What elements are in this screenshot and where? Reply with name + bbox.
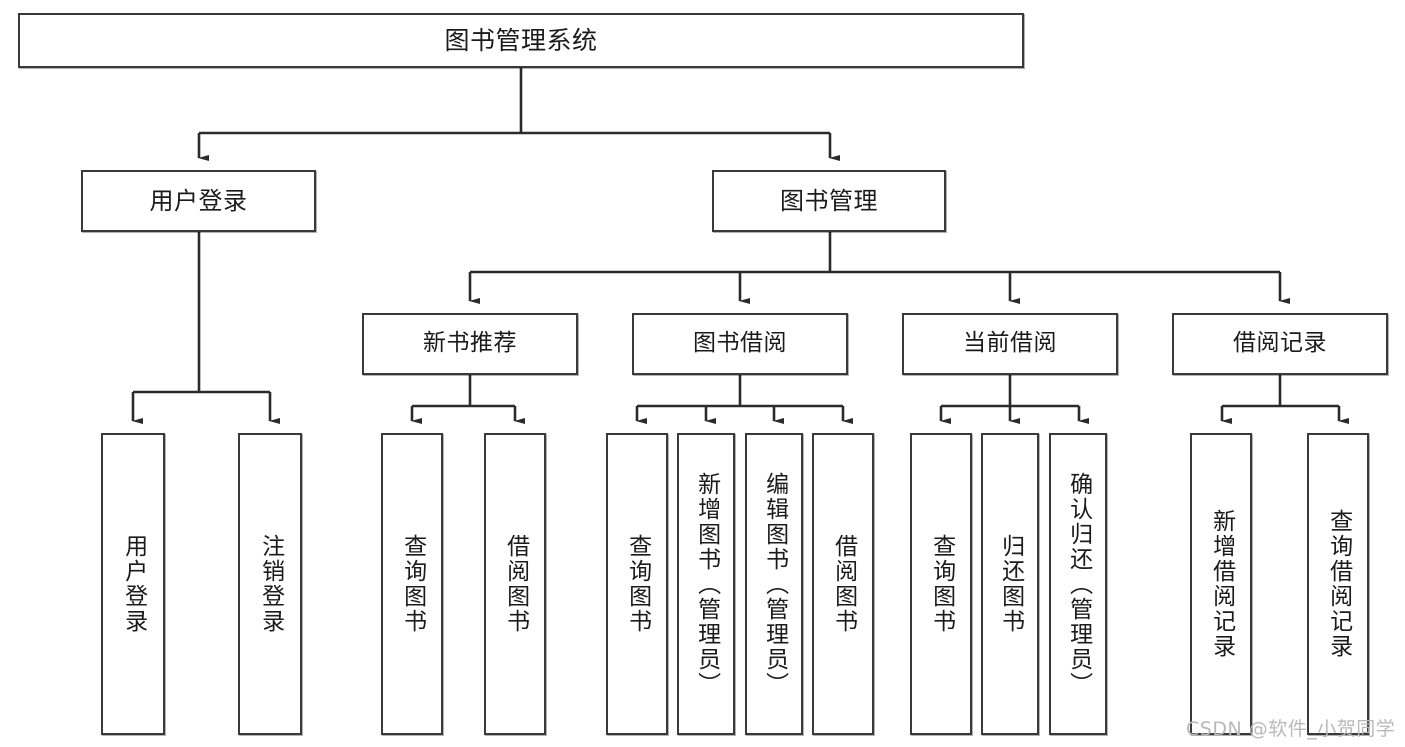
leaf-edit-book-admin[interactable]: 编辑图书（管理员） [745, 433, 803, 735]
node-label: 编辑图书（管理员） [761, 471, 788, 697]
node-label: 借阅图书 [830, 534, 857, 634]
leaf-add-borrow-record[interactable]: 新增借阅记录 [1190, 433, 1252, 735]
node-new-book-recommend[interactable]: 新书推荐 [362, 313, 578, 375]
leaf-add-book-admin[interactable]: 新增图书（管理员） [677, 433, 735, 735]
leaf-user-login[interactable]: 用户登录 [101, 433, 165, 735]
node-label: 当前借阅 [963, 330, 1057, 357]
node-label: 确认归还（管理员） [1065, 471, 1092, 697]
leaf-confirm-return-admin[interactable]: 确认归还（管理员） [1049, 433, 1107, 735]
node-label: 图书管理 [780, 186, 878, 215]
node-label: 新增借阅记录 [1208, 509, 1235, 659]
node-book-borrow[interactable]: 图书借阅 [632, 313, 848, 375]
node-label: 图书管理系统 [444, 25, 598, 55]
leaf-borrow-books[interactable]: 借阅图书 [812, 433, 874, 735]
csdn-watermark: CSDN @软件_小贺同学 [1186, 718, 1396, 740]
leaf-return-books[interactable]: 归还图书 [981, 433, 1039, 735]
leaf-borrow-books-recommend[interactable]: 借阅图书 [484, 433, 546, 735]
node-root-system[interactable]: 图书管理系统 [18, 13, 1024, 68]
leaf-query-books-current[interactable]: 查询图书 [910, 433, 972, 735]
node-label: 归还图书 [997, 534, 1024, 634]
leaf-query-books-recommend[interactable]: 查询图书 [381, 433, 443, 735]
leaf-logout[interactable]: 注销登录 [238, 433, 302, 735]
node-label: 用户登录 [120, 534, 147, 634]
node-book-management[interactable]: 图书管理 [712, 170, 946, 232]
node-label: 新增图书（管理员） [693, 471, 720, 697]
leaf-query-borrow-record[interactable]: 查询借阅记录 [1307, 433, 1369, 735]
node-label: 用户登录 [149, 186, 248, 215]
node-label: 借阅图书 [502, 534, 529, 634]
node-user-login[interactable]: 用户登录 [81, 170, 316, 232]
node-label: 借阅记录 [1233, 330, 1327, 357]
node-borrow-records[interactable]: 借阅记录 [1172, 313, 1388, 375]
node-current-borrow[interactable]: 当前借阅 [902, 313, 1118, 375]
node-label: 查询借阅记录 [1325, 509, 1352, 659]
node-label: 查询图书 [624, 534, 651, 634]
node-label: 图书借阅 [693, 330, 787, 357]
node-label: 注销登录 [257, 534, 284, 634]
node-label: 新书推荐 [423, 330, 517, 357]
leaf-query-books-borrow[interactable]: 查询图书 [606, 433, 668, 735]
node-label: 查询图书 [399, 534, 426, 634]
node-label: 查询图书 [928, 534, 955, 634]
